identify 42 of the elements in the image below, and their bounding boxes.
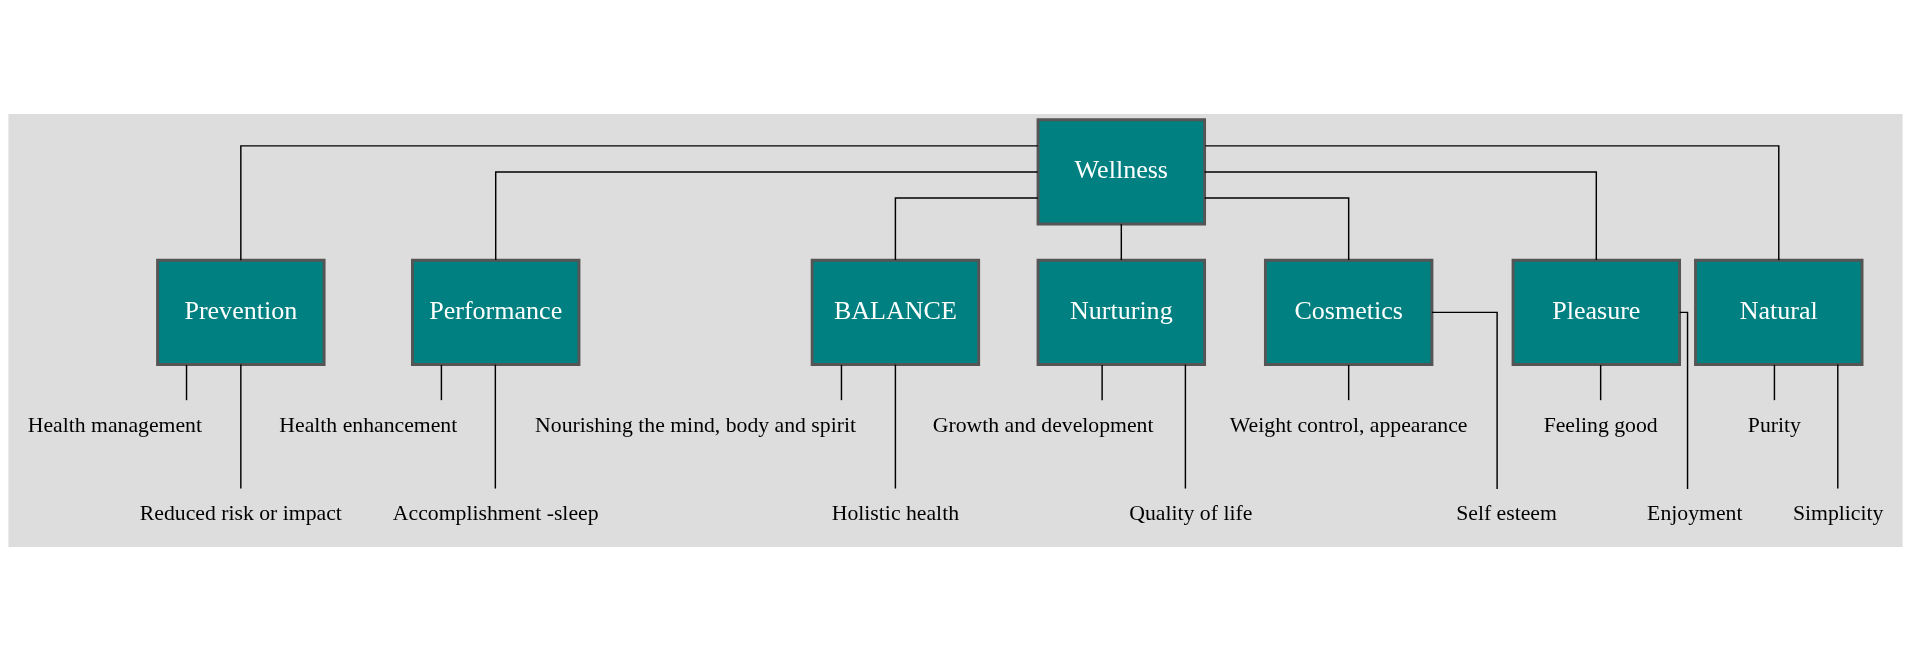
node-text: Health enhancement (279, 412, 458, 437)
node-text: Holistic health (831, 501, 960, 526)
node-text: Growth and development (932, 412, 1154, 437)
connector (1101, 364, 1103, 401)
connector (1347, 364, 1350, 401)
node-box: Wellness (1036, 118, 1207, 226)
connector (1599, 364, 1602, 401)
connector (1184, 363, 1187, 490)
connector (894, 197, 1039, 261)
node-text: Quality of life (1129, 501, 1253, 526)
node-box: Cosmetics (1263, 258, 1434, 366)
connector (1203, 171, 1598, 261)
connector (240, 145, 1039, 261)
connector (185, 364, 188, 401)
connector (1203, 197, 1350, 261)
node-box: BALANCE (810, 258, 981, 366)
connector (1773, 364, 1776, 401)
connector (840, 364, 843, 401)
node-text: Reduced risk or impact (139, 501, 342, 526)
node-text: Enjoyment (1647, 501, 1743, 526)
node-box: Performance (411, 258, 581, 366)
connector (1837, 363, 1839, 490)
connector (494, 363, 497, 490)
connector (240, 363, 242, 490)
connector (1204, 145, 1780, 261)
node-text: Health management (27, 412, 202, 437)
node-box: Prevention (156, 258, 326, 366)
node-text: Self esteem (1456, 501, 1557, 526)
node-text: Purity (1747, 412, 1801, 437)
connector (440, 364, 443, 401)
node-text: Accomplishment -sleep (392, 501, 599, 526)
node-box: Natural (1694, 258, 1864, 366)
connector (1431, 311, 1498, 490)
node-text: Weight control, appearance (1229, 412, 1468, 437)
connector (495, 171, 1039, 261)
connector (1120, 223, 1123, 261)
node-box: Pleasure (1511, 258, 1682, 366)
node-box: Nurturing (1036, 258, 1207, 366)
connector (894, 363, 897, 490)
node-text: Feeling good (1543, 412, 1658, 437)
node-text: Simplicity (1792, 501, 1884, 526)
node-text: Nourishing the mind, body and spirit (535, 412, 857, 437)
